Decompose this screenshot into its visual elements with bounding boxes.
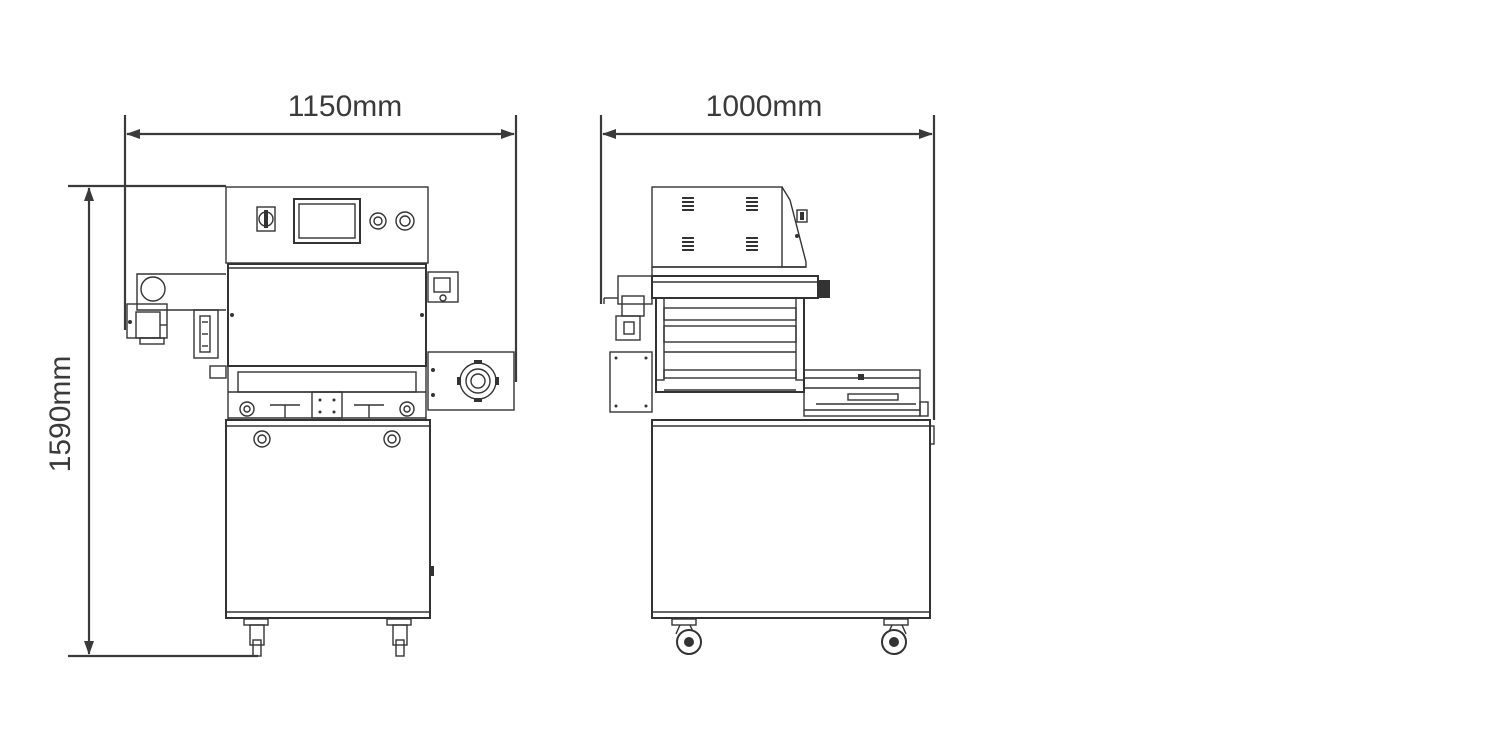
outfeed-conveyor <box>803 369 929 417</box>
vent-grilles <box>682 197 758 251</box>
side-film-unit <box>603 275 653 341</box>
front-caster-left <box>243 618 269 657</box>
side-width-label: 1000mm <box>706 90 823 123</box>
front-view <box>126 186 515 657</box>
side-caster-right <box>881 618 909 655</box>
motor-box <box>427 351 515 411</box>
dimension-front-width: 1150mm <box>123 90 518 382</box>
film-roll-unit <box>126 273 227 379</box>
control-button <box>369 212 387 230</box>
side-caster-left <box>671 618 702 655</box>
dimension-side-width: 1000mm <box>599 90 936 420</box>
height-label: 1590mm <box>44 356 77 473</box>
touch-screen <box>293 198 361 244</box>
emergency-button <box>395 211 415 231</box>
main-switch-icon <box>256 206 276 232</box>
side-view <box>603 186 935 655</box>
dimension-height: 1590mm <box>44 184 258 658</box>
front-caster-right <box>386 618 412 657</box>
front-width-label: 1150mm <box>288 90 403 123</box>
